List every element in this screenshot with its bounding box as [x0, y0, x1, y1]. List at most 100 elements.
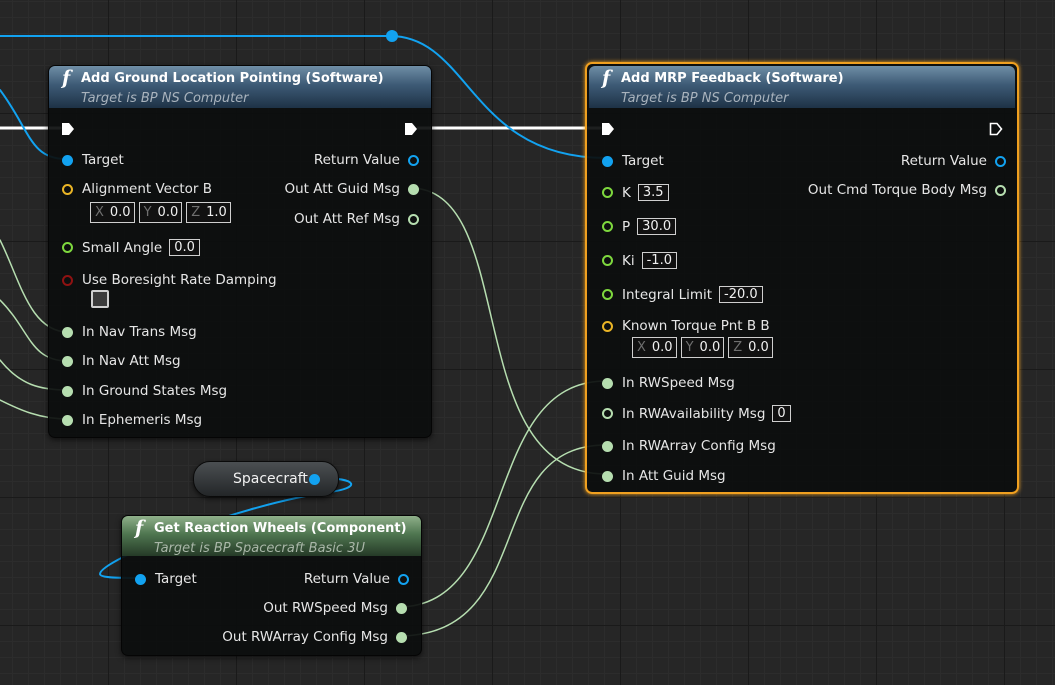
pin-label: Return Value — [900, 153, 987, 169]
exec-out-pin-icon[interactable] — [989, 122, 1003, 136]
pin-label: Out Cmd Torque Body Msg — [807, 182, 987, 198]
exec-out-pin-icon[interactable] — [404, 122, 418, 136]
p-field[interactable]: 30.0 — [637, 218, 677, 235]
pin-out-cmd-torque-body-msg[interactable]: Out Cmd Torque Body Msg — [808, 182, 1006, 198]
pin-out-rwarray-config-msg[interactable]: Out RWArray Config Msg — [222, 629, 407, 645]
vector-pin-icon[interactable] — [602, 320, 613, 332]
exec-in-pin-icon[interactable] — [61, 122, 75, 136]
pin-small-angle[interactable]: Small Angle 0.0 — [62, 239, 200, 256]
struct-pin-icon[interactable] — [62, 326, 73, 338]
object-pin-icon[interactable] — [135, 573, 146, 585]
pin-label: Use Boresight Rate Damping — [82, 272, 277, 288]
pin-label: Out Att Guid Msg — [284, 181, 400, 197]
vector-pin-icon[interactable] — [62, 183, 73, 195]
pin-return-value[interactable]: Return Value — [901, 153, 1006, 169]
k-field[interactable]: 3.5 — [637, 184, 669, 201]
node-subtitle: Target is BP NS Computer — [621, 91, 789, 106]
object-pin-icon[interactable] — [602, 155, 613, 167]
pin-target[interactable]: Target — [135, 571, 197, 587]
function-f-icon: f — [62, 67, 71, 89]
exec-in-pin-icon[interactable] — [601, 122, 615, 136]
struct-pin-icon[interactable] — [62, 385, 73, 397]
pin-target[interactable]: Target — [62, 152, 124, 168]
node-get-reaction-wheels[interactable]: f Get Reaction Wheels (Component) Target… — [121, 515, 422, 656]
pin-in-ephemeris-msg[interactable]: In Ephemeris Msg — [62, 412, 202, 428]
pin-label: In Att Guid Msg — [622, 468, 726, 484]
struct-pin-icon[interactable] — [396, 631, 407, 643]
pin-in-rwarray-config-msg[interactable]: In RWArray Config Msg — [602, 438, 776, 454]
pin-label: In Ephemeris Msg — [82, 412, 203, 428]
struct-pin-icon[interactable] — [602, 440, 613, 452]
pin-label: Alignment Vector B — [82, 181, 213, 197]
ki-field[interactable]: -1.0 — [641, 252, 677, 269]
pin-label: In RWSpeed Msg — [622, 375, 735, 391]
struct-pin-icon[interactable] — [408, 213, 419, 225]
rwavailability-field[interactable]: 0 — [772, 405, 791, 422]
bool-pin-icon[interactable] — [62, 274, 73, 286]
msg-wire-rw-array — [397, 444, 607, 637]
object-pin-icon[interactable] — [995, 155, 1006, 167]
pin-label: Integral Limit — [622, 286, 713, 303]
struct-pin-icon[interactable] — [602, 470, 613, 482]
object-pin-icon[interactable] — [309, 474, 320, 485]
struct-pin-icon[interactable] — [62, 355, 73, 367]
float-pin-icon[interactable] — [62, 242, 73, 253]
pin-alignment-vector-b[interactable]: Alignment Vector B — [62, 181, 212, 197]
pin-return-value[interactable]: Return Value — [314, 152, 419, 168]
pin-return-value[interactable]: Return Value — [304, 571, 409, 587]
variable-node-spacecraft[interactable]: Spacecraft — [193, 461, 339, 497]
struct-pin-icon[interactable] — [408, 183, 419, 195]
axis-label: Y — [685, 340, 694, 355]
pin-integral-limit[interactable]: Integral Limit -20.0 — [602, 286, 763, 303]
pin-in-nav-trans-msg[interactable]: In Nav Trans Msg — [62, 324, 197, 340]
pin-p[interactable]: P 30.0 — [602, 218, 677, 235]
pin-label: Return Value — [313, 152, 400, 168]
struct-pin-icon[interactable] — [995, 184, 1006, 196]
struct-pin-icon[interactable] — [602, 377, 613, 389]
pin-k[interactable]: K 3.5 — [602, 184, 669, 201]
float-pin-icon[interactable] — [602, 187, 613, 198]
pin-in-rwavailability-msg[interactable]: In RWAvailability Msg 0 — [602, 405, 791, 422]
pin-out-rwspeed-msg[interactable]: Out RWSpeed Msg — [263, 600, 407, 616]
object-pin-icon[interactable] — [398, 573, 409, 585]
node-header[interactable]: f Add Ground Location Pointing (Software… — [49, 66, 431, 108]
pin-use-boresight-rate-damping[interactable]: Use Boresight Rate Damping — [62, 272, 277, 288]
float-pin-icon[interactable] — [602, 289, 613, 300]
small-angle-field[interactable]: 0.0 — [169, 239, 200, 256]
object-pin-icon[interactable] — [62, 154, 73, 166]
pin-ki[interactable]: Ki -1.0 — [602, 252, 677, 269]
pin-in-att-guid-msg[interactable]: In Att Guid Msg — [602, 468, 726, 484]
node-header[interactable]: f Add MRP Feedback (Software) Target is … — [589, 66, 1015, 108]
boresight-damping-checkbox[interactable] — [91, 290, 109, 308]
struct-pin-icon[interactable] — [62, 414, 73, 426]
axis-label: Z — [733, 340, 743, 355]
pin-label: Target — [155, 571, 197, 587]
struct-pin-icon[interactable] — [396, 602, 407, 614]
integral-limit-field[interactable]: -20.0 — [719, 286, 763, 303]
pin-in-nav-att-msg[interactable]: In Nav Att Msg — [62, 353, 181, 369]
axis-label: X — [95, 205, 104, 220]
pin-label: Known Torque Pnt B B — [622, 318, 770, 334]
pin-target[interactable]: Target — [602, 153, 664, 169]
float-pin-icon[interactable] — [602, 255, 613, 266]
pin-in-rwspeed-msg[interactable]: In RWSpeed Msg — [602, 375, 735, 391]
object-pin-icon[interactable] — [408, 154, 419, 166]
struct-pin-icon[interactable] — [602, 408, 613, 419]
node-title: Add MRP Feedback (Software) — [621, 71, 844, 86]
node-header[interactable]: f Get Reaction Wheels (Component) Target… — [122, 516, 421, 556]
axis-label: X — [637, 340, 646, 355]
node-add-mrp-feedback[interactable]: f Add MRP Feedback (Software) Target is … — [585, 62, 1019, 494]
pin-out-att-guid-msg[interactable]: Out Att Guid Msg — [284, 181, 419, 197]
pin-in-ground-states-msg[interactable]: In Ground States Msg — [62, 383, 227, 399]
node-add-ground-location-pointing[interactable]: f Add Ground Location Pointing (Software… — [48, 65, 432, 438]
variable-label: Spacecraft — [233, 471, 308, 487]
pin-known-torque-pnt-b-b[interactable]: Known Torque Pnt B B — [602, 318, 770, 334]
float-pin-icon[interactable] — [602, 221, 613, 232]
pin-out-att-ref-msg[interactable]: Out Att Ref Msg — [294, 211, 419, 227]
